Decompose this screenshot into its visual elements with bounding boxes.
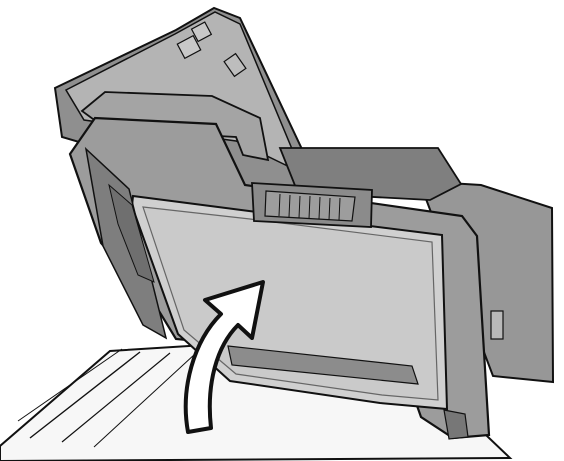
curved-arrow-icon (183, 280, 265, 434)
grip-line (338, 197, 341, 221)
hinge-tab (190, 21, 213, 43)
grip-line (278, 193, 281, 217)
right-edge-details (227, 310, 504, 440)
glass-line (93, 353, 196, 448)
hinge-tab (176, 34, 202, 60)
grip-line (298, 195, 301, 219)
glass-line (29, 351, 141, 439)
grip-line (288, 194, 291, 218)
left-hinge-details (84, 21, 247, 340)
front-rail (227, 345, 419, 385)
grip-line (308, 195, 311, 220)
lid-foot (443, 409, 469, 440)
glass-line (17, 348, 123, 422)
hinge-tab (223, 52, 247, 78)
grip-line (328, 197, 331, 221)
side-latch (490, 310, 504, 340)
glass-line (61, 352, 171, 443)
grip-line (318, 196, 321, 220)
curved-arrow-icon-shape (183, 280, 265, 434)
hinge-slot (108, 183, 155, 283)
lid-handle (251, 182, 373, 228)
